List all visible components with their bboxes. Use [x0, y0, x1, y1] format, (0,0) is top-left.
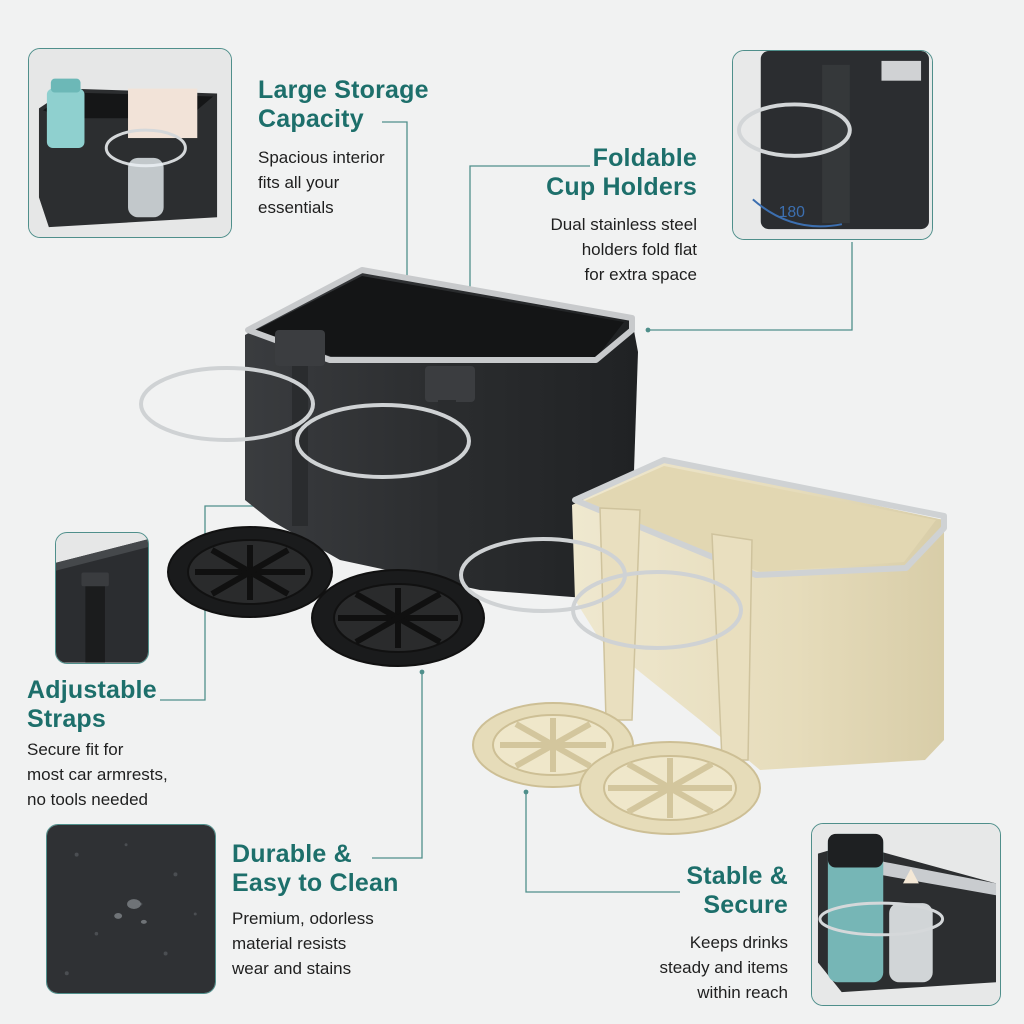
durable-desc-line-3: wear and stains [232, 959, 352, 978]
straps-title: Adjustable Straps [27, 676, 157, 734]
cupholders-title-line-1: Foldable [592, 144, 697, 172]
stable-desc-line-2: steady and items [659, 958, 788, 977]
durable-desc: Premium, odorless material resists wear … [232, 906, 374, 981]
straps-desc: Secure fit for most car armrests, no too… [27, 737, 168, 812]
callout-line-cupholders [469, 165, 590, 296]
durable-desc-line-1: Premium, odorless [232, 909, 374, 928]
callout-line-top-right [648, 242, 853, 331]
straps-title-line-2: Straps [27, 705, 107, 733]
storage-title-line-2: Capacity [258, 105, 364, 133]
organizer-with-bottle-icon [29, 49, 231, 237]
storage-title-line-1: Large Storage [258, 76, 429, 104]
callout-line-durable [372, 672, 423, 859]
textured-surface-icon [47, 825, 215, 993]
callout-line-stable [525, 792, 680, 893]
storage-desc-line-3: essentials [258, 198, 334, 217]
cupholders-desc-line-1: Dual stainless steel [550, 215, 697, 234]
storage-desc-line-1: Spacious interior [258, 148, 385, 167]
straps-desc-line-3: no tools needed [27, 790, 148, 809]
straps-desc-line-2: most car armrests, [27, 765, 168, 784]
cupholders-title: Foldable Cup Holders [546, 144, 697, 202]
storage-desc: Spacious interior fits all your essentia… [258, 145, 385, 220]
durable-title-line-1: Durable & [232, 840, 352, 868]
stable-desc-line-1: Keeps drinks [689, 933, 788, 952]
stable-title-line-1: Stable & [686, 862, 788, 890]
straps-title-line-1: Adjustable [27, 676, 157, 704]
straps-desc-line-1: Secure fit for [27, 740, 124, 759]
cup-holder-rotation-icon: 180 [733, 51, 932, 239]
rotation-label: 180 [779, 204, 806, 221]
durable-title: Durable & Easy to Clean [232, 840, 399, 898]
stable-title-line-2: Secure [703, 891, 788, 919]
inset-cupholder-photo: 180 [732, 50, 933, 240]
strap-closeup-icon [56, 533, 148, 663]
organizer-with-thermos-icon [812, 824, 1000, 1005]
stable-desc-line-3: within reach [697, 983, 788, 1002]
storage-desc-line-2: fits all your [258, 173, 340, 192]
durable-title-line-2: Easy to Clean [232, 869, 399, 897]
cupholders-desc-line-2: holders fold flat [581, 240, 697, 259]
stable-desc: Keeps drinks steady and items within rea… [659, 930, 788, 1005]
storage-title: Large Storage Capacity [258, 76, 429, 134]
cupholders-desc-line-3: for extra space [584, 265, 697, 284]
inset-durable-photo [46, 824, 216, 994]
inset-storage-photo [28, 48, 232, 238]
stable-title: Stable & Secure [686, 862, 788, 920]
cupholders-desc: Dual stainless steel holders fold flat f… [551, 212, 697, 287]
inset-straps-photo [55, 532, 149, 664]
cupholders-title-line-2: Cup Holders [546, 173, 697, 201]
inset-stable-photo [811, 823, 1001, 1006]
callout-line-storage [382, 121, 408, 290]
durable-desc-line-2: material resists [232, 934, 347, 953]
